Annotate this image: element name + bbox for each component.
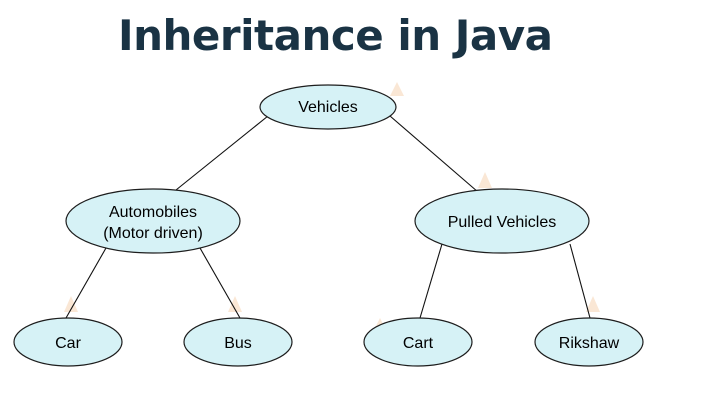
- node-car-shape: [13, 317, 123, 367]
- node-rikshaw-label: Rikshaw: [559, 335, 620, 352]
- edge-vehicles-pulled-vehicles: [389, 115, 479, 193]
- node-rikshaw-shape: [534, 317, 644, 367]
- node-car: Car: [13, 317, 123, 367]
- node-bus-shape: [183, 317, 293, 367]
- node-bus: Bus: [183, 317, 293, 367]
- node-cart: Cart: [363, 317, 473, 367]
- node-rikshaw: Rikshaw: [534, 317, 644, 367]
- node-automobiles-shape: [65, 188, 241, 254]
- node-automobiles-label-line2: (Motor driven): [103, 225, 203, 242]
- node-cart-label: Cart: [403, 335, 434, 352]
- node-vehicles-shape: [259, 84, 397, 130]
- node-car-label: Car: [55, 335, 81, 352]
- node-vehicles: Vehicles: [259, 84, 397, 130]
- node-cart-shape: [363, 317, 473, 367]
- edge-automobiles-bus: [199, 247, 241, 319]
- edge-vehicles-automobiles: [175, 115, 269, 191]
- edge-automobiles-car: [65, 247, 107, 319]
- node-bus-label: Bus: [224, 335, 252, 352]
- node-pulled-vehicles: Pulled Vehicles: [414, 188, 590, 254]
- node-vehicles-label: Vehicles: [298, 99, 358, 116]
- edge-pulled-vehicles-cart: [419, 243, 443, 319]
- edge-pulled-vehicles-rikshaw: [569, 243, 591, 319]
- node-pulled-vehicles-label: Pulled Vehicles: [448, 214, 557, 231]
- node-automobiles: Automobiles (Motor driven): [65, 188, 241, 254]
- page-title: Inheritance in Java: [118, 11, 553, 60]
- node-automobiles-label-line1: Automobiles: [109, 204, 197, 221]
- watermark-decorations: [64, 82, 600, 334]
- node-pulled-vehicles-shape: [414, 188, 590, 254]
- edges: [65, 115, 591, 319]
